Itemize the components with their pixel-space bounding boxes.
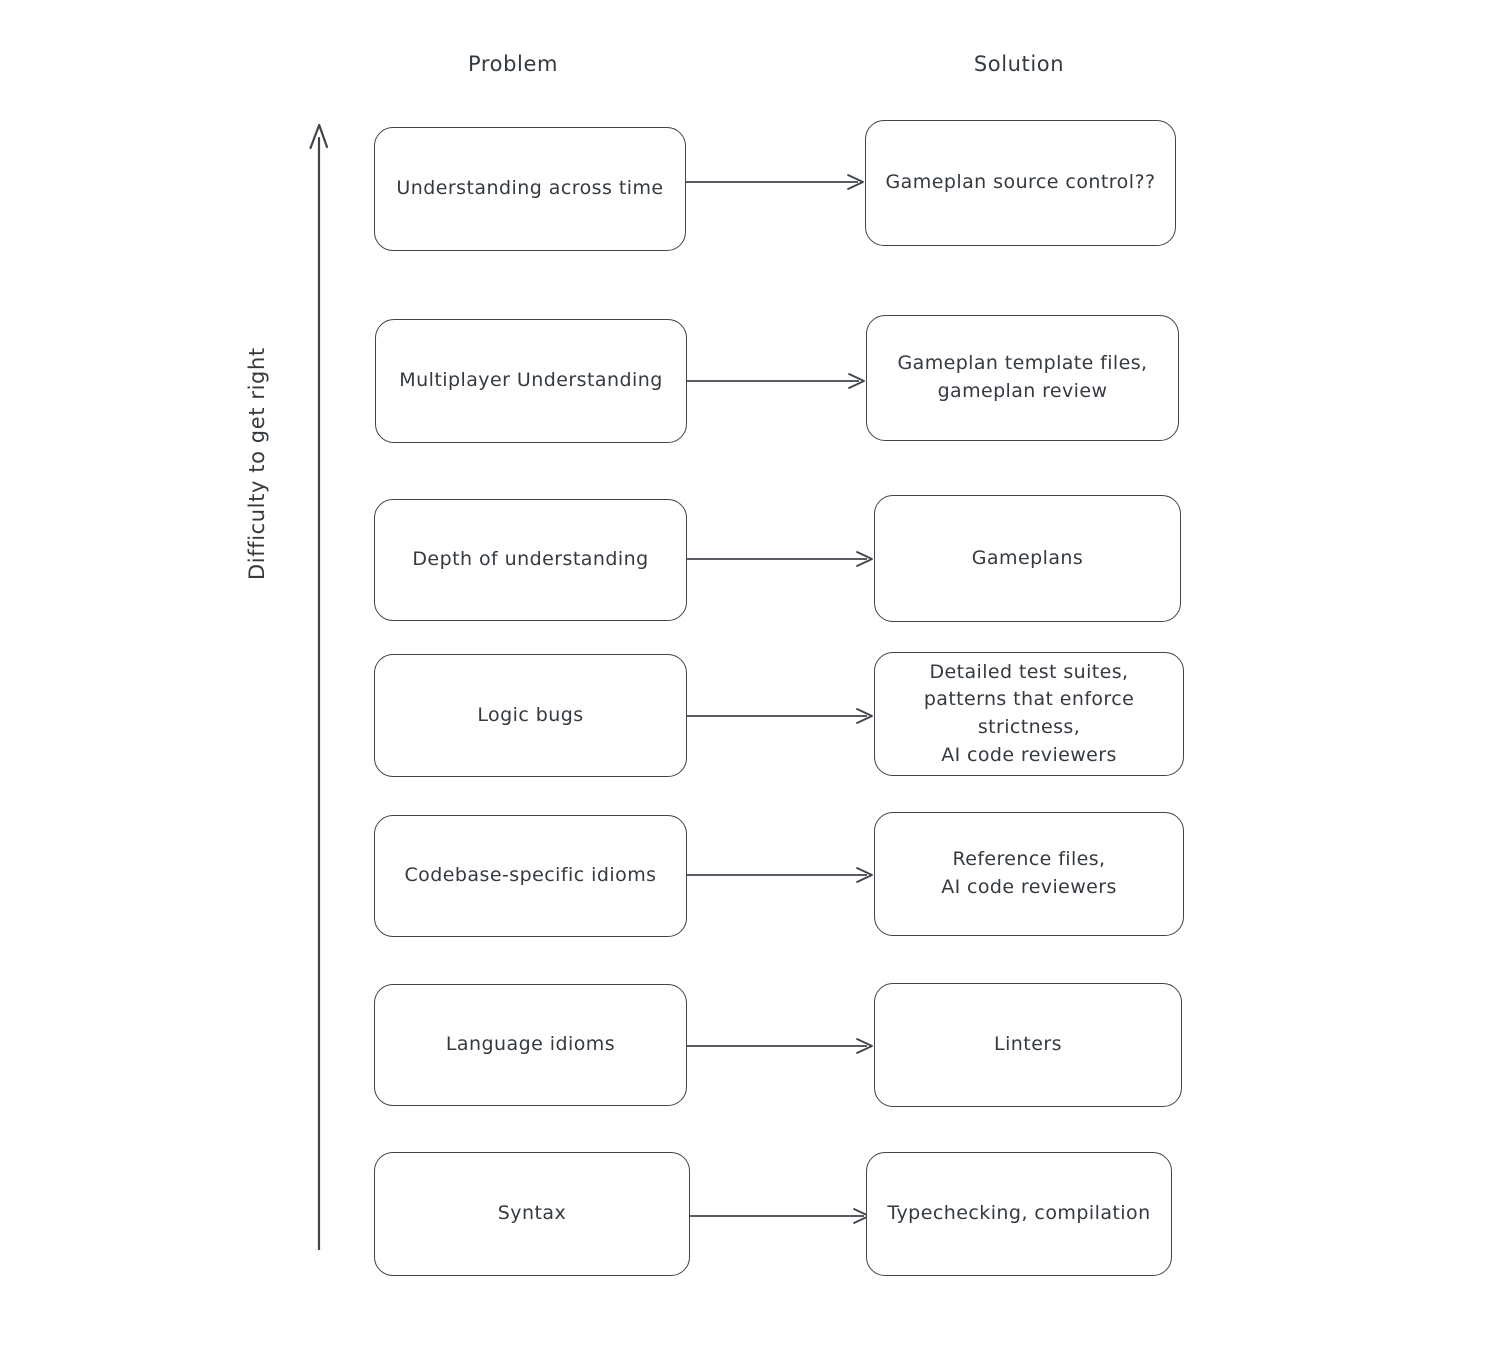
solution-text: Detailed test suites, patterns that enfo…	[923, 660, 1135, 766]
difficulty-axis	[305, 122, 335, 1250]
solution-text: Reference files, AI code reviewers	[941, 848, 1117, 898]
connector-arrow	[687, 864, 877, 886]
solution-text: Typechecking, compilation	[887, 1202, 1151, 1225]
problem-text: Multiplayer Understanding	[399, 369, 663, 392]
problem-box[interactable]: Language idioms	[374, 984, 687, 1106]
problem-box[interactable]: Multiplayer Understanding	[375, 319, 687, 443]
problem-text: Syntax	[497, 1202, 567, 1225]
column-header-solution: Solution	[973, 52, 1065, 76]
connector-arrow	[687, 1035, 877, 1057]
solution-text: Linters	[994, 1033, 1062, 1056]
solution-text: Gameplan source control??	[885, 171, 1156, 194]
solution-box[interactable]: Reference files, AI code reviewers	[874, 812, 1184, 936]
problem-text: Logic bugs	[477, 703, 584, 726]
connector-arrow	[687, 370, 869, 392]
column-header-problem: Problem	[467, 52, 559, 76]
arrow-right-icon	[848, 373, 865, 389]
connector-arrow	[690, 1205, 874, 1227]
solution-text: Gameplan template files, gameplan review	[897, 352, 1148, 402]
connector-arrow	[686, 171, 868, 193]
arrow-right-icon	[856, 1038, 873, 1054]
solution-text: Gameplans	[971, 546, 1084, 569]
arrow-up-icon	[309, 123, 329, 150]
arrow-right-icon	[847, 174, 864, 190]
problem-text: Language idioms	[445, 1033, 616, 1056]
solution-box[interactable]: Linters	[874, 983, 1182, 1107]
problem-box[interactable]: Syntax	[374, 1152, 690, 1276]
solution-box[interactable]: Gameplans	[874, 495, 1181, 622]
problem-box[interactable]: Understanding across time	[374, 127, 686, 251]
problem-box[interactable]: Logic bugs	[374, 654, 687, 777]
axis-label-difficulty: Difficulty to get right	[245, 347, 269, 580]
solution-box[interactable]: Gameplan source control??	[865, 120, 1176, 246]
axis-label-text: Difficulty to get right	[245, 347, 269, 580]
problem-box[interactable]: Codebase-specific idioms	[374, 815, 687, 937]
connector-arrow	[687, 705, 877, 727]
arrow-right-icon	[856, 551, 873, 567]
solution-box[interactable]: Gameplan template files, gameplan review	[866, 315, 1179, 441]
problem-box[interactable]: Depth of understanding	[374, 499, 687, 621]
problem-text: Understanding across time	[396, 177, 664, 200]
solution-box[interactable]: Detailed test suites, patterns that enfo…	[874, 652, 1184, 776]
arrow-right-icon	[856, 867, 873, 883]
solution-box[interactable]: Typechecking, compilation	[866, 1152, 1172, 1276]
arrow-right-icon	[856, 708, 873, 724]
connector-arrow	[687, 548, 877, 570]
problem-text: Codebase-specific idioms	[404, 864, 657, 887]
problem-text: Depth of understanding	[412, 548, 649, 571]
